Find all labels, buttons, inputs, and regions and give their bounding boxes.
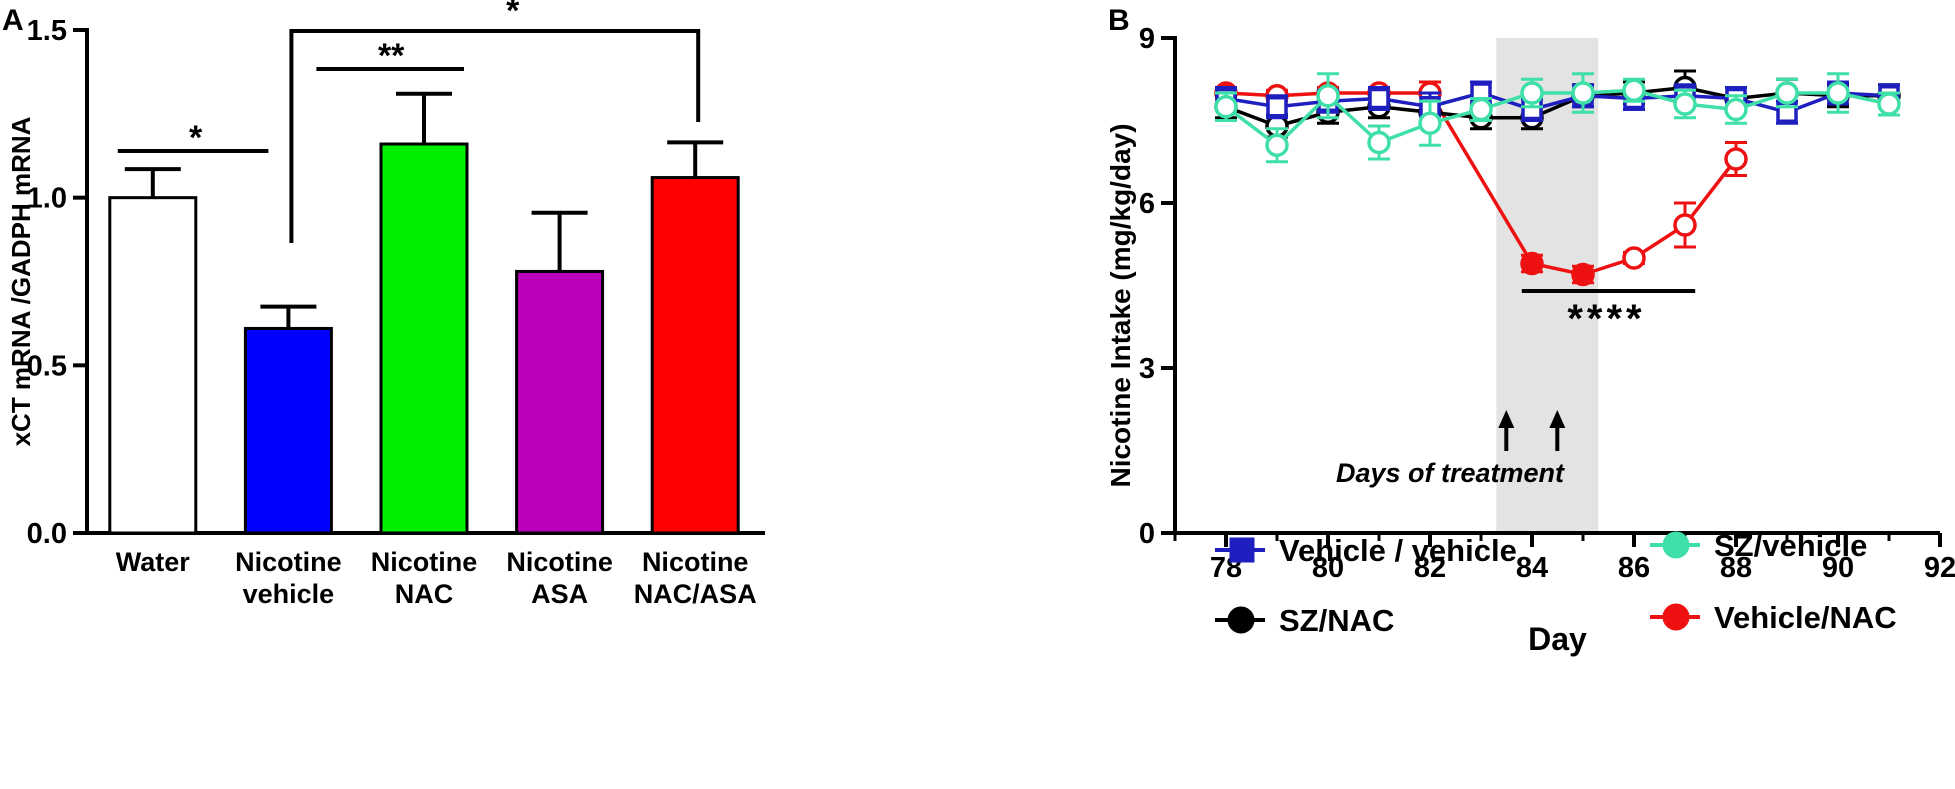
data-point <box>1622 78 1646 102</box>
significance-label: * <box>189 119 203 157</box>
x-tick-label: Nicotine <box>642 547 749 577</box>
x-tick-label: 88 <box>1720 552 1752 584</box>
x-tick-label: 92 <box>1924 552 1955 584</box>
data-point <box>1469 97 1493 122</box>
y-tick-label: 6 <box>1139 188 1155 220</box>
y-tick-label: 1.0 <box>27 183 67 215</box>
legend-label: Vehicle / vehicle <box>1279 533 1517 568</box>
x-tick-label: NAC/ASA <box>634 579 757 609</box>
data-point <box>1775 81 1799 105</box>
legend-label: Vehicle/NAC <box>1714 600 1897 635</box>
data-point <box>1571 262 1595 287</box>
data-point <box>1418 111 1442 135</box>
x-tick-label: 90 <box>1822 552 1854 584</box>
y-tick-label: 0.0 <box>27 518 67 550</box>
data-point <box>1265 133 1289 157</box>
legend-label: SZ/NAC <box>1279 603 1394 638</box>
significance-label: ** <box>378 37 405 75</box>
x-tick-label: 86 <box>1618 552 1650 584</box>
data-point <box>1520 251 1544 276</box>
bar <box>515 269 605 535</box>
data-point <box>1673 92 1697 116</box>
data-point <box>1877 92 1901 116</box>
x-tick-label: Water <box>116 547 191 577</box>
legend-swatch-marker <box>1229 537 1255 563</box>
y-tick-label: 1.5 <box>27 15 67 47</box>
panel-a-label: A <box>2 4 24 37</box>
bar <box>243 326 333 535</box>
data-point <box>1622 246 1646 270</box>
legend-label: SZ/vehicle <box>1714 528 1867 563</box>
y-tick-label: 9 <box>1139 23 1155 55</box>
x-tick-label: Nicotine <box>371 547 478 577</box>
x-tick-label: ASA <box>531 579 588 609</box>
treatment-arrow-head <box>1498 410 1515 428</box>
data-point <box>1724 97 1748 122</box>
x-tick-label: 80 <box>1312 552 1344 584</box>
legend-swatch-marker <box>1662 603 1690 631</box>
bar <box>108 196 198 535</box>
series-line <box>1225 91 1738 277</box>
legend-swatch-marker <box>1662 531 1690 559</box>
y-tick-label: 0 <box>1139 518 1155 550</box>
data-point <box>1214 95 1238 119</box>
y-tick-label: 0.5 <box>27 350 67 382</box>
bar <box>379 142 469 535</box>
data-point <box>1826 81 1850 105</box>
data-point <box>1316 84 1340 108</box>
y-tick-label: 3 <box>1139 353 1155 385</box>
bar-chart-panel-a: 0.0 0.5 1.0 1.5 xCT mRNA /GADPH mRNA Water Nic… <box>6 0 765 609</box>
data-point <box>1367 130 1391 155</box>
y-axis-label: xCT mRNA /GADPH mRNA <box>6 116 36 446</box>
data-point <box>1571 81 1595 105</box>
x-tick-label: 82 <box>1414 552 1446 584</box>
x-tick-label: Nicotine <box>235 547 342 577</box>
data-point <box>1368 87 1390 110</box>
treatment-label: Days of treatment <box>1336 458 1565 488</box>
x-tick-label: NAC <box>395 579 454 609</box>
x-axis-label: Day <box>1528 621 1587 657</box>
treatment-arrow-head <box>1549 410 1566 428</box>
data-point <box>1520 81 1544 105</box>
x-tick-label: vehicle <box>243 579 335 609</box>
bar <box>650 176 740 535</box>
significance-bracket <box>289 29 701 243</box>
x-tick-label: 84 <box>1516 552 1548 584</box>
panel-b-label: B <box>1108 4 1130 37</box>
data-point <box>1724 147 1748 171</box>
significance-label: * <box>506 0 520 30</box>
data-point <box>1673 213 1697 237</box>
significance-label: **** <box>1567 297 1645 341</box>
x-tick-label: Nicotine <box>506 547 613 577</box>
y-axis-label: Nicotine Intake (mg/kg/day) <box>1105 123 1136 487</box>
legend-swatch-marker <box>1227 606 1255 634</box>
data-point <box>1266 96 1288 118</box>
